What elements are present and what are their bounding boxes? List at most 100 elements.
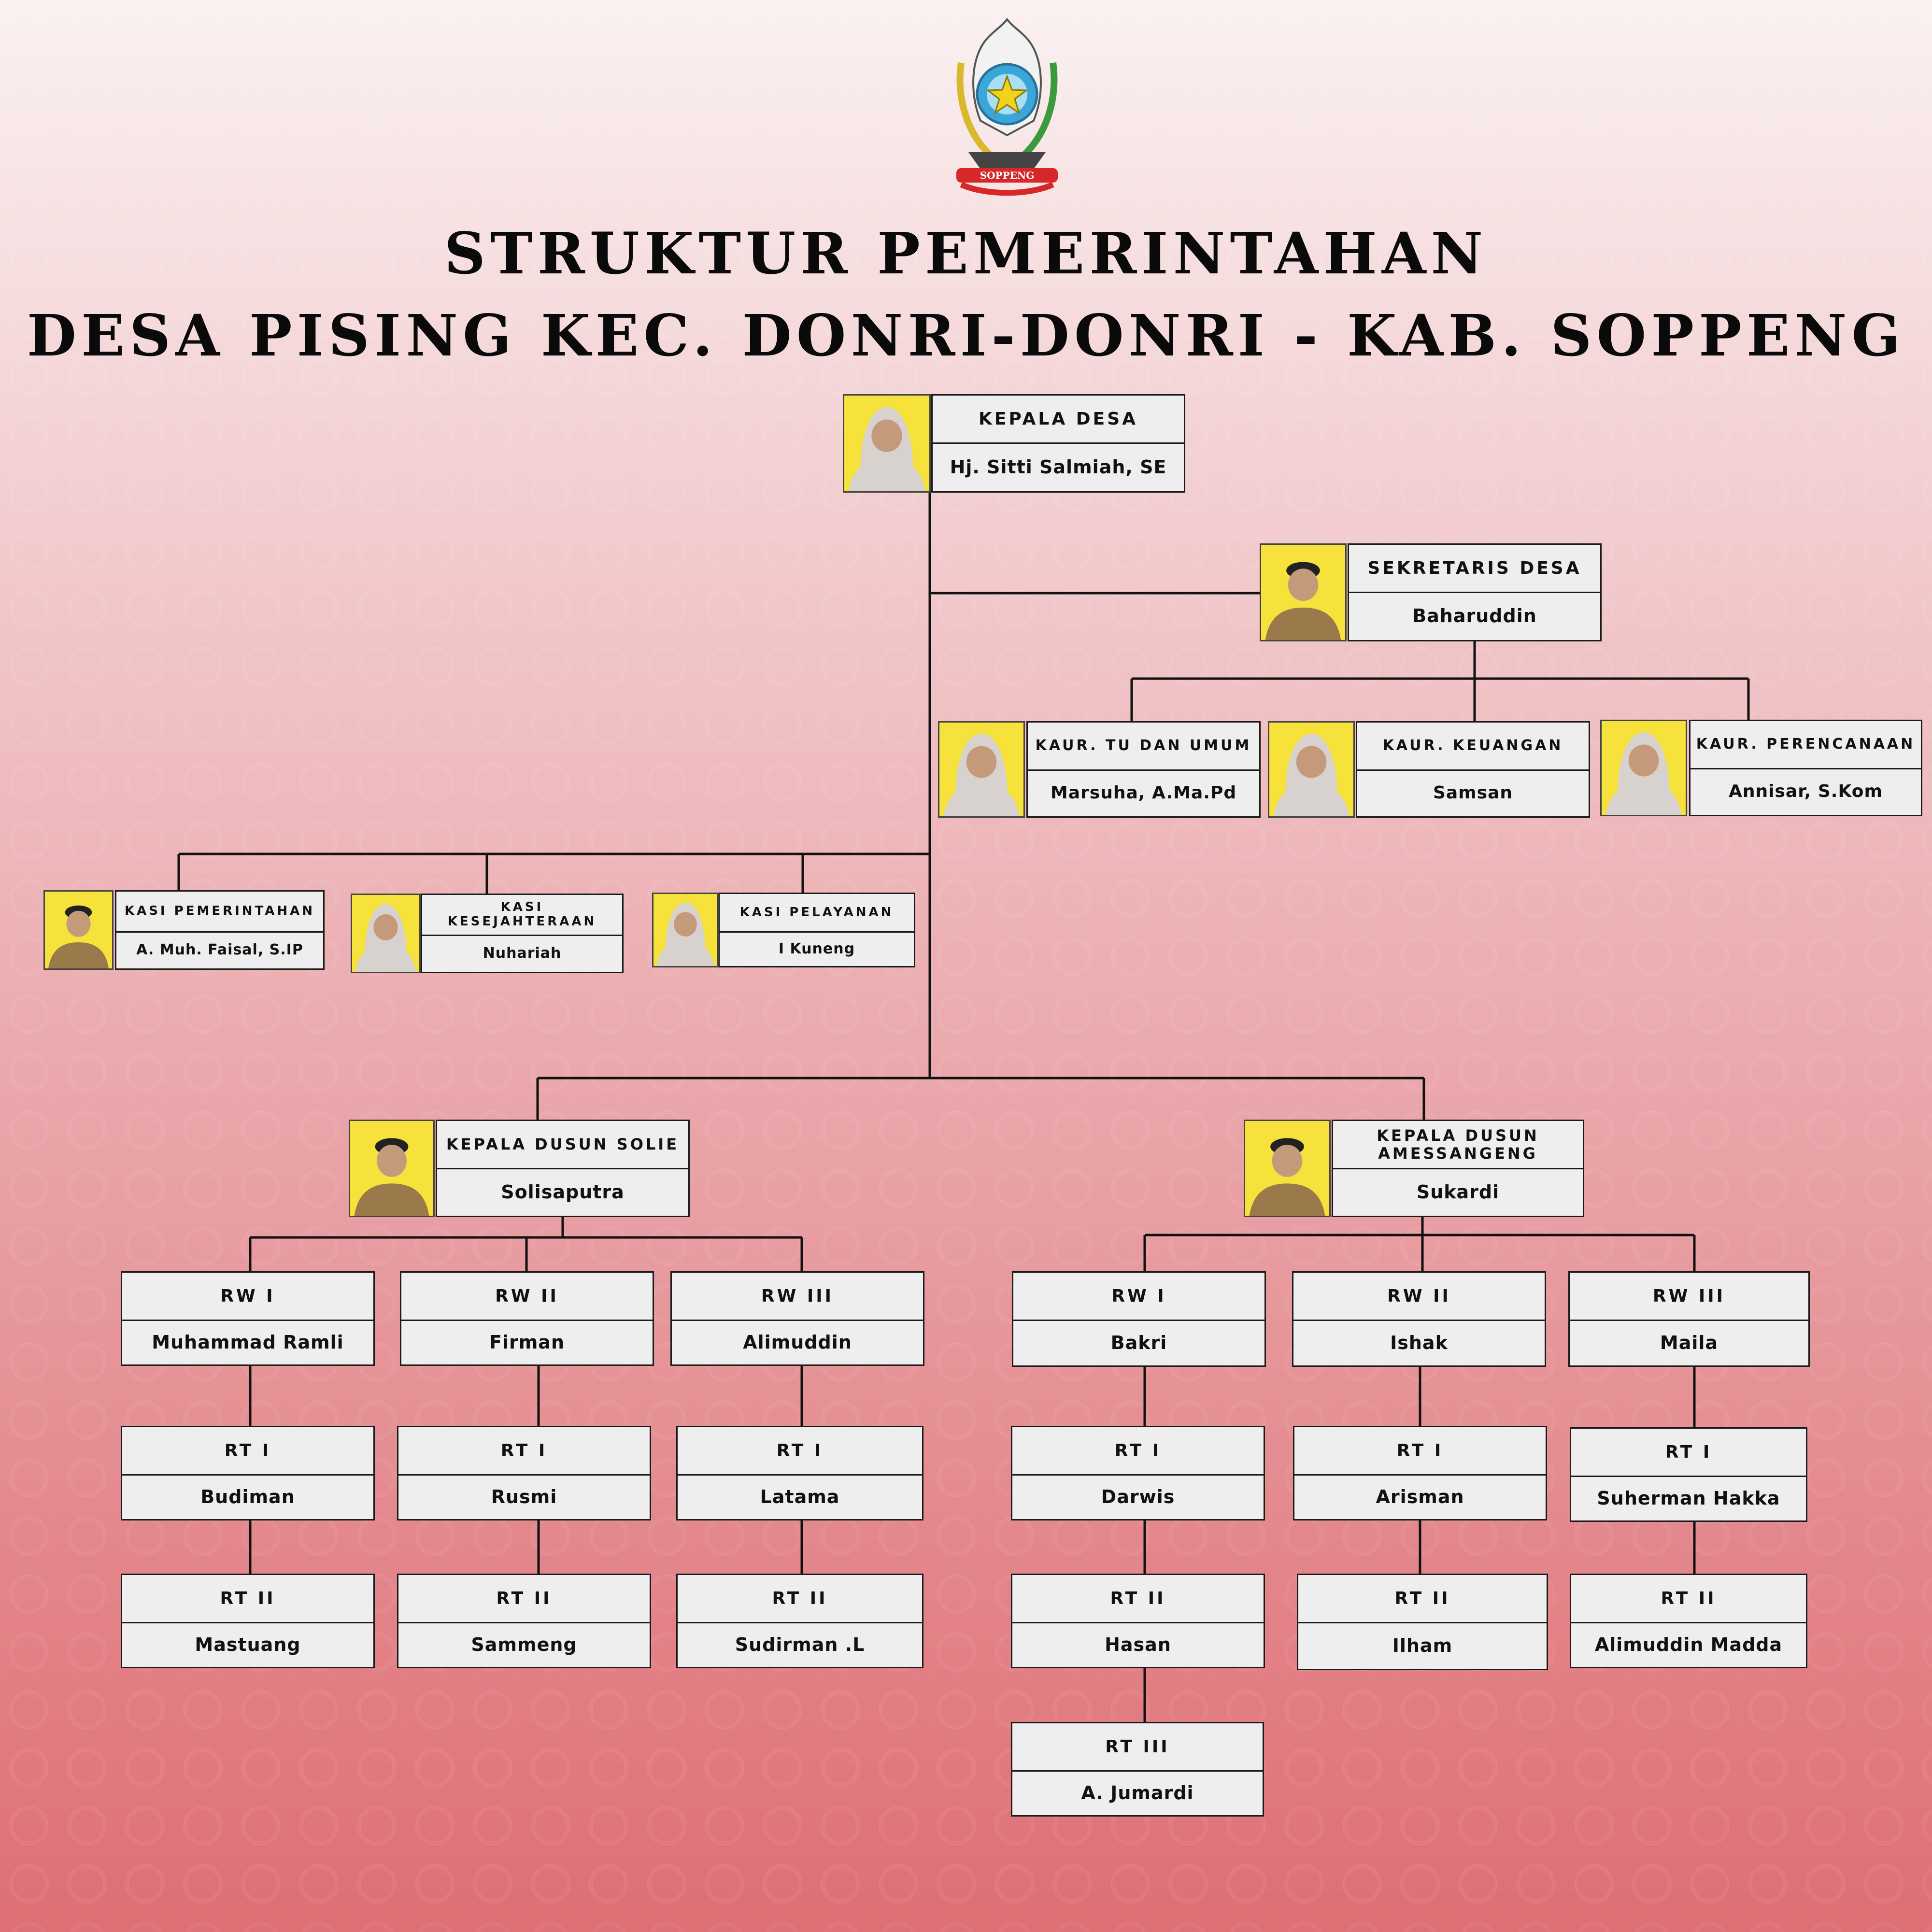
node-name: Suherman Hakka xyxy=(1597,1487,1780,1509)
node-name: Marsuha, A.Ma.Pd xyxy=(1050,783,1237,803)
org-node-a-rw1-rt1: RT I Darwis xyxy=(1011,1426,1265,1520)
node-role: KEPALA DESA xyxy=(933,396,1184,444)
org-node-kadus-ames: KEPALA DUSUN AMESSANGENG Sukardi xyxy=(1332,1120,1584,1217)
node-role: RT II xyxy=(122,1575,373,1623)
node-role: RW II xyxy=(401,1273,653,1321)
org-node-s-rw1: RW I Muhammad Ramli xyxy=(121,1271,375,1366)
node-role: RT II xyxy=(1571,1575,1806,1623)
org-node-s-rw2-rt2: RT II Sammeng xyxy=(397,1574,651,1668)
node-role: RT II xyxy=(1298,1575,1547,1623)
node-role: RT I xyxy=(678,1427,922,1476)
node-role: RT I xyxy=(1571,1429,1806,1477)
node-role: KAUR. KEUANGAN xyxy=(1357,723,1589,771)
org-node-a-rw1-rt2: RT II Hasan xyxy=(1011,1574,1265,1668)
node-name: Firman xyxy=(489,1331,565,1353)
person-photo-icon xyxy=(351,894,421,973)
node-name: Alimuddin Madda xyxy=(1594,1634,1783,1655)
node-role: RT I xyxy=(1294,1427,1546,1476)
person-photo-icon xyxy=(1244,1120,1331,1217)
org-node-s-rw3-rt1: RT I Latama xyxy=(676,1426,923,1520)
node-name: Sudirman .L xyxy=(735,1634,865,1655)
node-role: RT II xyxy=(678,1575,922,1623)
node-role: KAUR. TU DAN UMUM xyxy=(1028,723,1259,771)
node-name: Arisman xyxy=(1376,1486,1464,1507)
org-node-a-rw1-rt3: RT III A. Jumardi xyxy=(1011,1722,1264,1817)
person-photo-icon xyxy=(1268,721,1355,818)
person-photo-icon xyxy=(349,1120,435,1217)
org-node-kaur-per: KAUR. PERENCANAAN Annisar, S.Kom xyxy=(1689,720,1922,816)
node-name: Budiman xyxy=(200,1486,295,1507)
org-node-s-rw1-rt2: RT II Mastuang xyxy=(121,1574,375,1668)
org-node-s-rw1-rt1: RT I Budiman xyxy=(121,1426,375,1520)
org-node-kasi-pel: KASI PELAYANAN I Kuneng xyxy=(718,893,915,967)
node-role: SEKRETARIS DESA xyxy=(1349,545,1600,593)
node-role: RT I xyxy=(398,1427,650,1476)
node-role: RW II xyxy=(1293,1273,1545,1321)
node-name: A. Muh. Faisal, S.IP xyxy=(136,941,303,958)
org-node-a-rw2-rt1: RT I Arisman xyxy=(1293,1426,1547,1520)
node-name: Alimuddin xyxy=(743,1331,852,1353)
org-node-s-rw2: RW II Firman xyxy=(400,1271,654,1366)
person-photo-icon xyxy=(938,721,1025,818)
node-role: RT II xyxy=(1012,1575,1264,1623)
node-name: Ilham xyxy=(1392,1634,1453,1656)
node-name: Sukardi xyxy=(1416,1181,1500,1203)
node-name: Nuhariah xyxy=(483,945,562,962)
logo-text: SOPPENG xyxy=(980,170,1035,181)
org-node-kasi-kes: KASI KESEJAHTERAAN Nuhariah xyxy=(421,894,624,973)
node-role: RT I xyxy=(1012,1427,1264,1476)
node-role: KAUR. PERENCANAAN xyxy=(1690,721,1921,769)
node-name: Sammeng xyxy=(471,1634,577,1655)
node-name: Ishak xyxy=(1390,1332,1448,1353)
node-name: Mastuang xyxy=(195,1634,301,1655)
org-node-kaur-tu: KAUR. TU DAN UMUM Marsuha, A.Ma.Pd xyxy=(1026,721,1261,818)
node-role: KEPALA DUSUN SOLIE xyxy=(437,1121,688,1169)
node-role: KASI KESEJAHTERAAN xyxy=(422,895,622,936)
node-name: Solisaputra xyxy=(501,1181,625,1203)
node-name: A. Jumardi xyxy=(1081,1782,1194,1804)
node-role: RT I xyxy=(122,1427,373,1476)
node-name: Muhammad Ramli xyxy=(152,1331,344,1353)
page-title: STRUKTUR PEMERINTAHAN xyxy=(444,220,1488,287)
node-name: Hj. Sitti Salmiah, SE xyxy=(950,456,1167,478)
org-node-a-rw3-rt2: RT II Alimuddin Madda xyxy=(1570,1574,1807,1668)
soppeng-regency-emblem-icon: SOPPENG xyxy=(956,17,1058,196)
node-role: RW I xyxy=(122,1273,373,1321)
person-photo-icon xyxy=(843,394,931,493)
node-role: RW III xyxy=(1570,1273,1808,1321)
node-role: KEPALA DUSUN AMESSANGENG xyxy=(1333,1121,1583,1169)
node-role: RW I xyxy=(1013,1273,1264,1321)
node-role: RT III xyxy=(1012,1723,1263,1772)
person-photo-icon xyxy=(43,890,114,970)
person-photo-icon xyxy=(1260,543,1347,641)
node-name: Latama xyxy=(760,1486,840,1507)
org-node-a-rw3: RW III Maila xyxy=(1568,1271,1810,1367)
node-name: Darwis xyxy=(1101,1486,1175,1507)
page-subtitle: DESA PISING KEC. DONRI-DONRI - KAB. SOPP… xyxy=(27,302,1905,369)
node-name: I Kuneng xyxy=(778,940,855,957)
node-name: Hasan xyxy=(1105,1634,1171,1655)
node-role: RW III xyxy=(672,1273,923,1321)
org-node-sekdes: SEKRETARIS DESA Baharuddin xyxy=(1348,543,1602,641)
node-name: Rusmi xyxy=(491,1486,557,1507)
org-node-kaur-keu: KAUR. KEUANGAN Samsan xyxy=(1356,721,1590,818)
node-role: KASI PEMERINTAHAN xyxy=(116,892,323,933)
org-node-s-rw3: RW III Alimuddin xyxy=(670,1271,924,1366)
node-name: Annisar, S.Kom xyxy=(1729,781,1883,801)
org-node-kadus-solie: KEPALA DUSUN SOLIE Solisaputra xyxy=(436,1120,690,1217)
person-photo-icon xyxy=(652,893,719,967)
org-node-a-rw2-rt2: RT II Ilham xyxy=(1297,1574,1548,1670)
org-node-s-rw3-rt2: RT II Sudirman .L xyxy=(676,1574,923,1668)
person-photo-icon xyxy=(1600,720,1687,816)
node-name: Samsan xyxy=(1433,783,1513,803)
org-node-s-rw2-rt1: RT I Rusmi xyxy=(397,1426,651,1520)
node-name: Baharuddin xyxy=(1412,605,1537,626)
org-node-a-rw1: RW I Bakri xyxy=(1012,1271,1266,1367)
node-name: Bakri xyxy=(1110,1332,1167,1353)
org-node-kades: KEPALA DESA Hj. Sitti Salmiah, SE xyxy=(931,394,1185,493)
org-node-a-rw3-rt1: RT I Suherman Hakka xyxy=(1570,1427,1807,1522)
node-role: KASI PELAYANAN xyxy=(720,894,914,933)
org-node-a-rw2: RW II Ishak xyxy=(1292,1271,1546,1367)
node-role: RT II xyxy=(398,1575,650,1623)
node-name: Maila xyxy=(1660,1332,1719,1353)
